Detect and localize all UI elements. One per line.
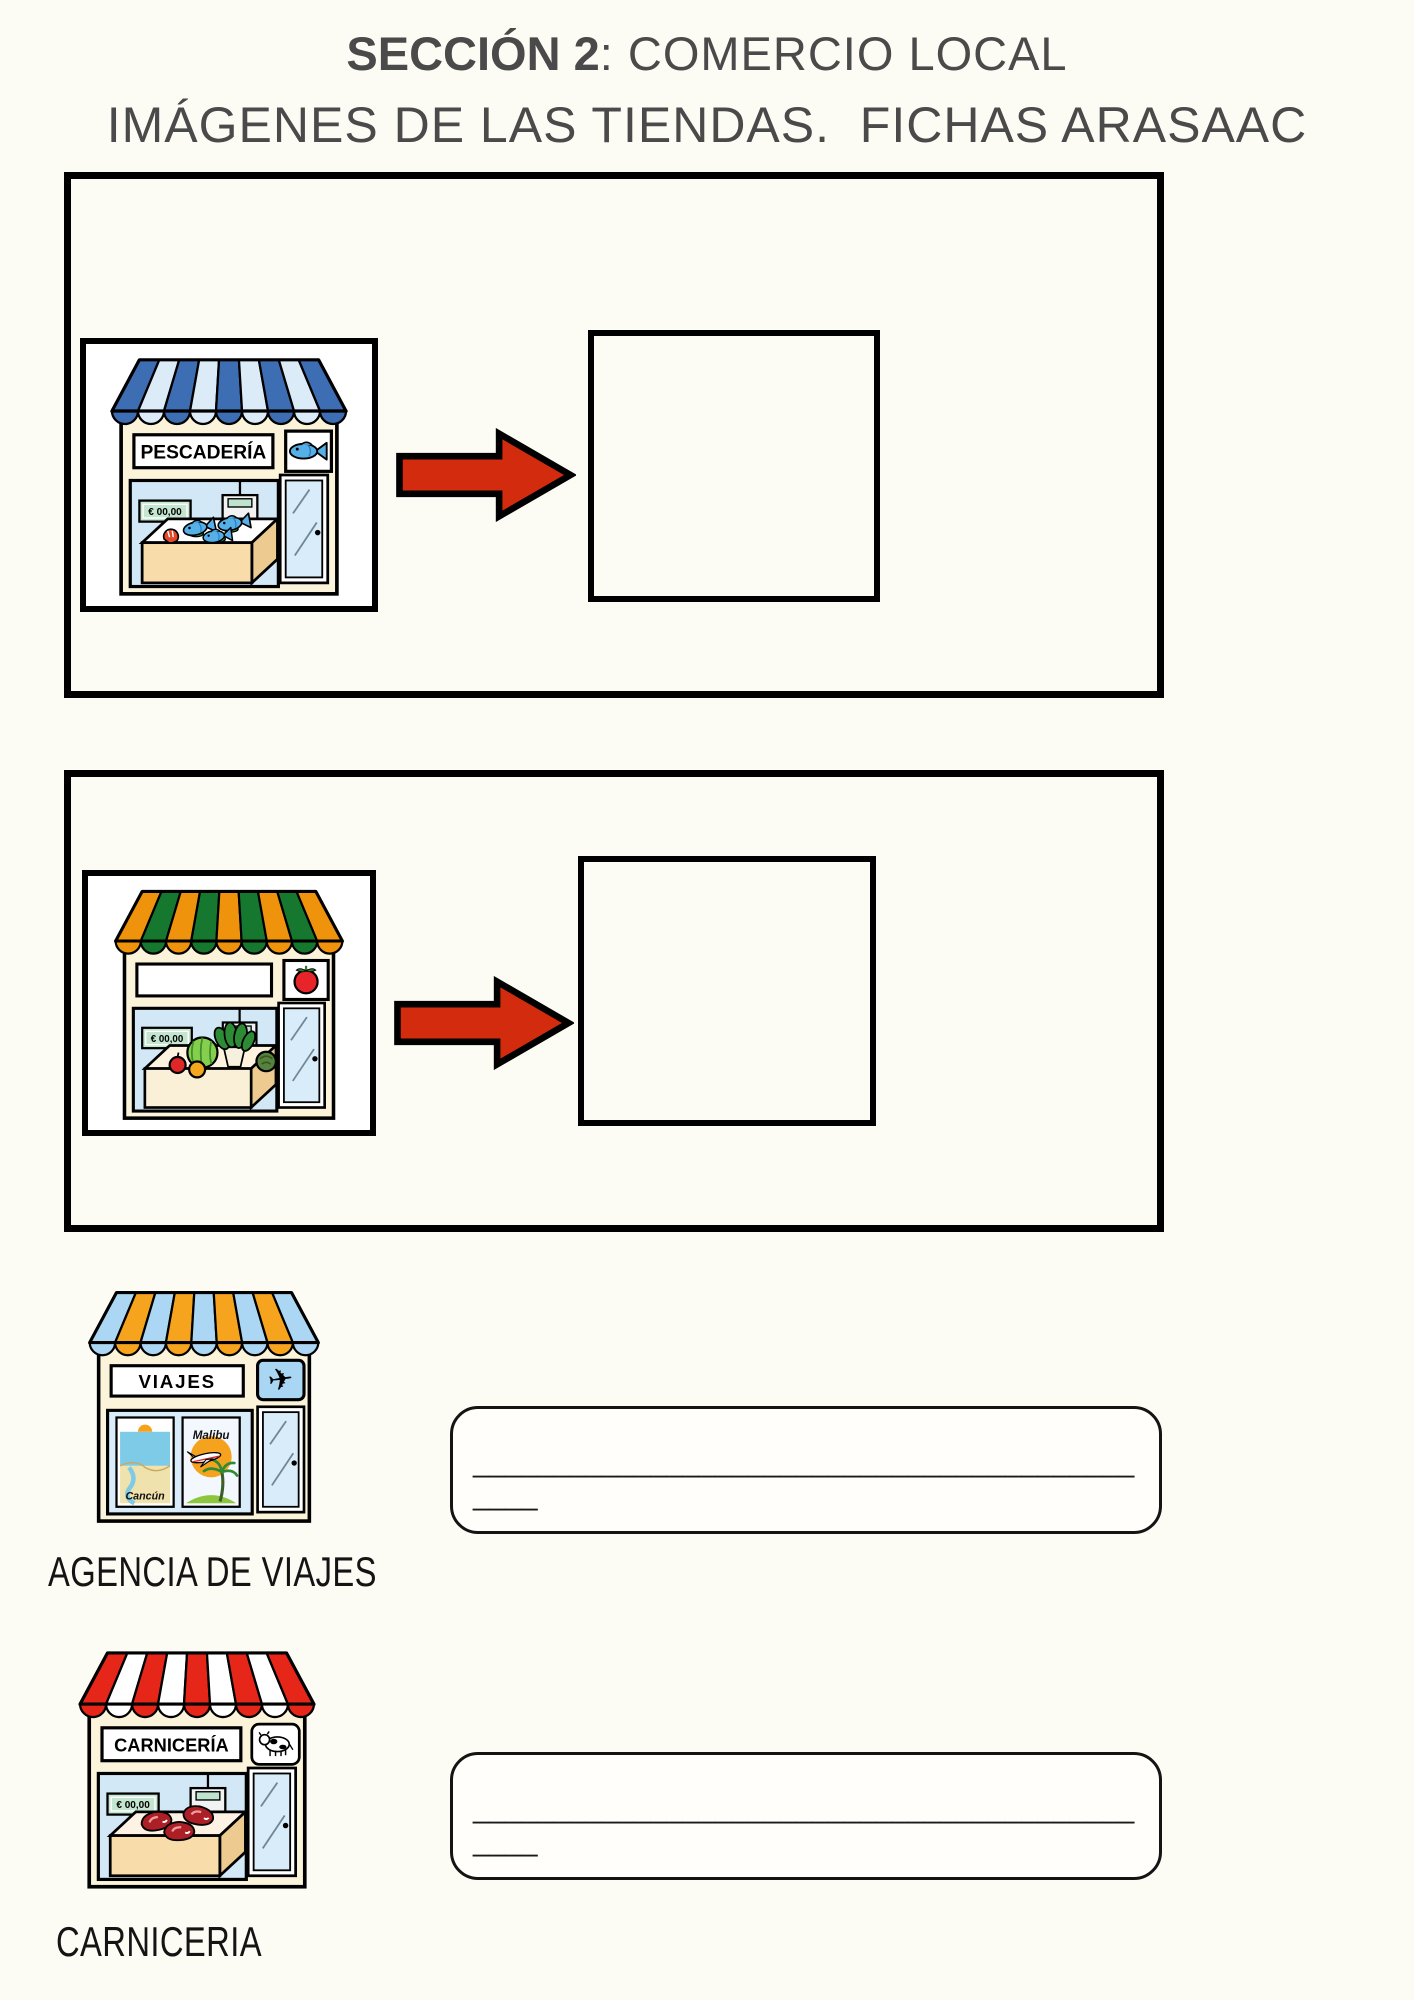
meat-counter	[106, 1805, 249, 1879]
awning-striped	[110, 358, 348, 426]
arrow-right-icon	[392, 976, 574, 1070]
page-title-rest: : COMERCIO LOCAL	[599, 27, 1068, 80]
cow-logo-box	[250, 1722, 301, 1766]
shop-sign-text: CARNICERÍA	[114, 1735, 229, 1756]
answer-paste-square-fruteria[interactable]	[578, 856, 876, 1126]
meat-icon	[140, 1810, 173, 1832]
caption-agencia-de-viajes: AGENCIA DE VIAJES	[48, 1548, 377, 1595]
answer-blank-lines: ________________________________________…	[473, 1447, 1134, 1513]
palm-tree-icon	[202, 1458, 239, 1477]
orange-icon	[188, 1060, 207, 1079]
fish-counter	[138, 511, 281, 587]
exercise-box-fruteria	[64, 770, 1164, 1232]
shop-sign-text: PESCADERÍA	[140, 442, 266, 464]
shop-sign-text: VIAJES	[139, 1371, 216, 1392]
awning-striped	[87, 1290, 321, 1357]
meat-icon	[163, 1820, 196, 1842]
poster-plane-icon	[186, 1451, 222, 1468]
answer-blank-lines: ________________________________________…	[473, 1793, 1134, 1859]
answer-paste-square-pescaderia[interactable]	[588, 330, 880, 602]
pescaderia-pictogram: PESCADERÍA	[110, 358, 348, 596]
page-title: SECCIÓN 2: COMERCIO LOCAL	[0, 26, 1414, 81]
shop-sign: CARNICERÍA	[100, 1726, 243, 1763]
fruteria-pictogram-frame	[82, 870, 376, 1136]
answer-line-box-carniceria[interactable]: ________________________________________…	[450, 1752, 1162, 1880]
chard-icon	[213, 1021, 257, 1068]
answer-line-box-agencia[interactable]: ________________________________________…	[450, 1406, 1162, 1534]
poster-cancun-text: Cancún	[125, 1491, 165, 1503]
page-subtitle: IMÁGENES DE LAS TIENDAS. FICHAS ARASAAC	[106, 97, 1308, 153]
arrow-right-icon	[394, 428, 576, 522]
carniceria-pictogram: CARNICERÍA	[60, 1638, 334, 1898]
answer-blank-line: ________________________________________…	[473, 1447, 1135, 1479]
poster-malibu: Malibu	[181, 1416, 241, 1508]
awning-striped	[113, 889, 345, 955]
poster-malibu-text: Malibu	[193, 1429, 230, 1442]
page-title-bold: SECCIÓN 2	[346, 27, 600, 80]
pescaderia-pictogram-frame: PESCADERÍA	[80, 338, 378, 612]
agencia-viajes-pictogram: VIAJES ✈ Cancún	[70, 1280, 338, 1530]
shop-sign: VIAJES	[109, 1364, 245, 1398]
fruteria-pictogram	[113, 889, 345, 1120]
produce-counter	[141, 1021, 280, 1111]
answer-blank-line: ____	[473, 1480, 538, 1512]
shrimp-icon	[162, 528, 180, 544]
apple-icon	[168, 1052, 187, 1075]
cow-icon	[258, 1731, 294, 1757]
poster-cancun: Cancún	[115, 1416, 175, 1508]
tomato-icon	[293, 965, 319, 995]
artichoke-icon	[255, 1050, 278, 1073]
awning-striped	[78, 1651, 316, 1719]
answer-blank-line: ________________________________________…	[473, 1793, 1135, 1825]
answer-blank-line: ____	[473, 1826, 538, 1858]
shop-sign	[135, 962, 274, 998]
caption-carniceria: CARNICERIA	[56, 1918, 262, 1965]
fish-logo-box	[284, 429, 333, 473]
tomato-logo-box	[282, 958, 330, 1002]
exercise-box-pescaderia	[64, 172, 1164, 698]
shop-sign: PESCADERÍA	[132, 433, 275, 470]
meat-icon	[182, 1805, 215, 1826]
plane-logo-box: ✈	[256, 1358, 306, 1402]
plane-icon: ✈	[266, 1362, 296, 1398]
